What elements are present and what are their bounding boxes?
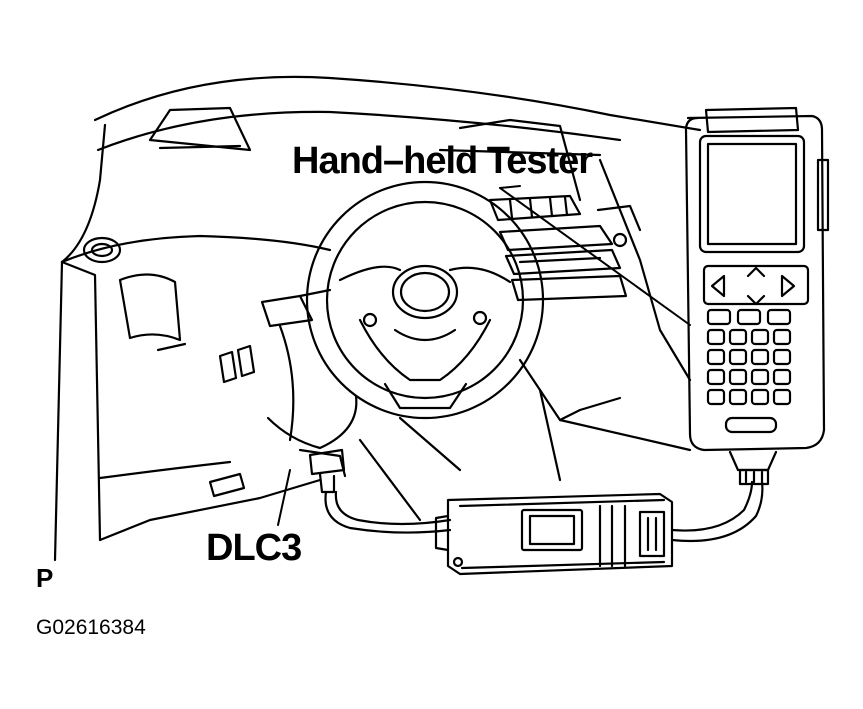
center-console (488, 194, 642, 302)
hand-held-tester-label: Hand–held Tester (292, 140, 593, 182)
figure-code: G02616384 (36, 616, 146, 639)
steering-wheel (305, 180, 545, 420)
position-mark: P (36, 563, 54, 593)
tester-leader-line (499, 187, 691, 326)
dlc3-connector (277, 448, 452, 534)
dlc3-label: DLC3 (206, 527, 302, 569)
dlc3-leader-line (277, 469, 291, 526)
interface-module (434, 480, 764, 576)
hand-held-tester (684, 106, 830, 486)
steering-column (260, 288, 462, 522)
keypad (706, 308, 792, 406)
